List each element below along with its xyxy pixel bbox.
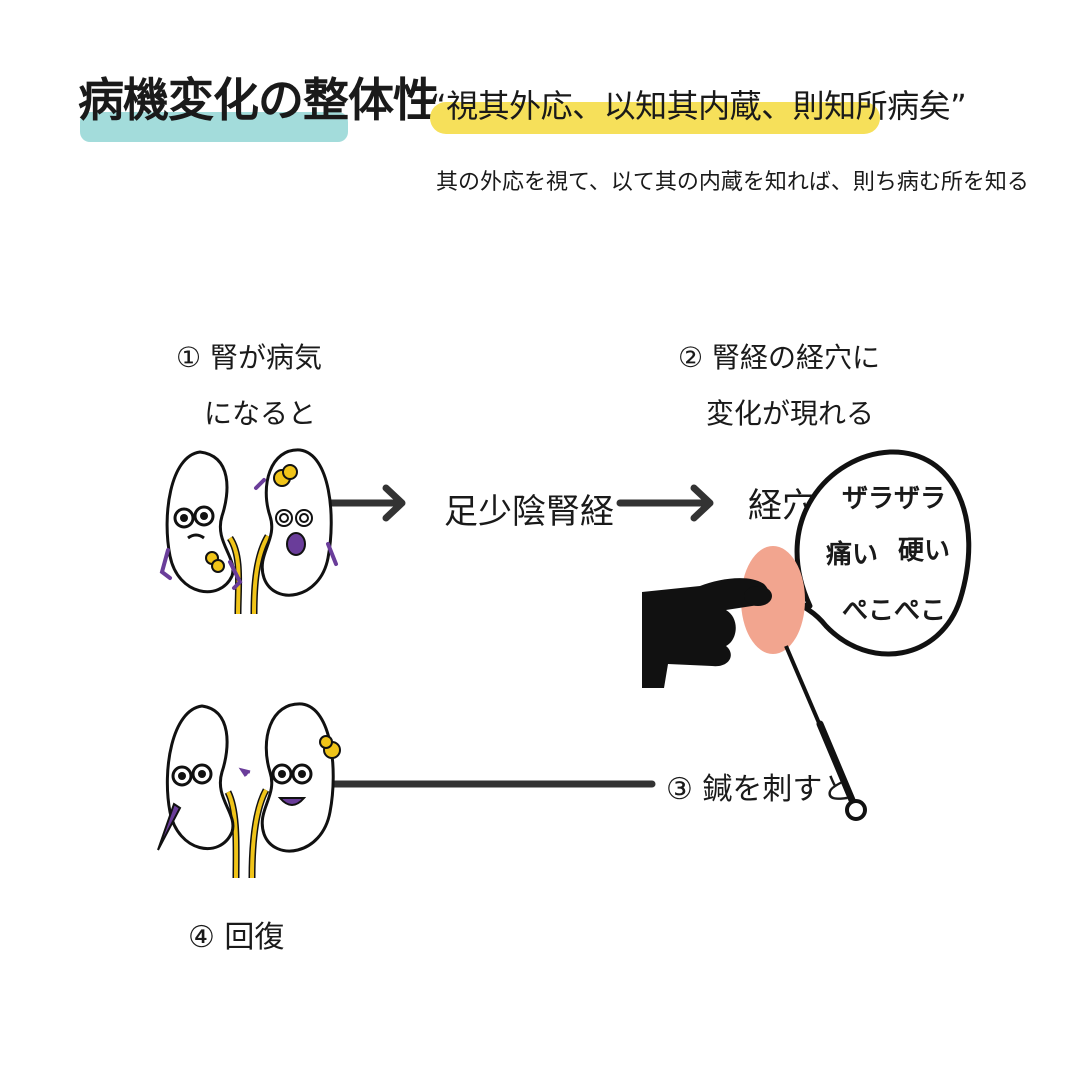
needle-icon: [784, 645, 867, 821]
meridian-label: 足少陰腎経: [444, 492, 614, 532]
acupoint-spot: [741, 546, 805, 654]
step4-label: ④ 回復: [188, 920, 285, 955]
title-highlight: [80, 112, 348, 142]
quote-reading: 其の外応を視て、以て其の内蔵を知れば、則ち病む所を知る: [436, 170, 1029, 195]
bubble-word-right: 硬い: [898, 536, 951, 566]
quote-highlight: [430, 102, 880, 134]
step2-line1: ② 腎経の経穴に: [678, 341, 881, 374]
page-title: 病機変化の整体性: [78, 73, 439, 127]
classic-quote: “視其外応、以知其内蔵、則知所病矣”: [430, 87, 967, 125]
bubble-line1: ザラザラ: [842, 484, 947, 514]
bubble-word-left: 痛い: [826, 540, 879, 570]
sick-kidneys-icon: [159, 448, 338, 615]
step3-label: ③ 鍼を刺すと: [666, 772, 853, 807]
pointing-hand-icon: [642, 578, 772, 688]
step1-line2: になると: [204, 397, 317, 430]
title-block: 病機変化の整体性: [78, 62, 439, 142]
healthy-kidneys-icon: [157, 702, 341, 879]
quote-block: “視其外応、以知其内蔵、則知所病矣”: [430, 80, 967, 134]
step2-line2: 変化が現れる: [706, 397, 875, 430]
bubble-line3: ぺこぺこ: [842, 596, 947, 626]
step1-line1: ① 腎が病気: [176, 341, 323, 374]
arrow-2: [616, 484, 714, 522]
